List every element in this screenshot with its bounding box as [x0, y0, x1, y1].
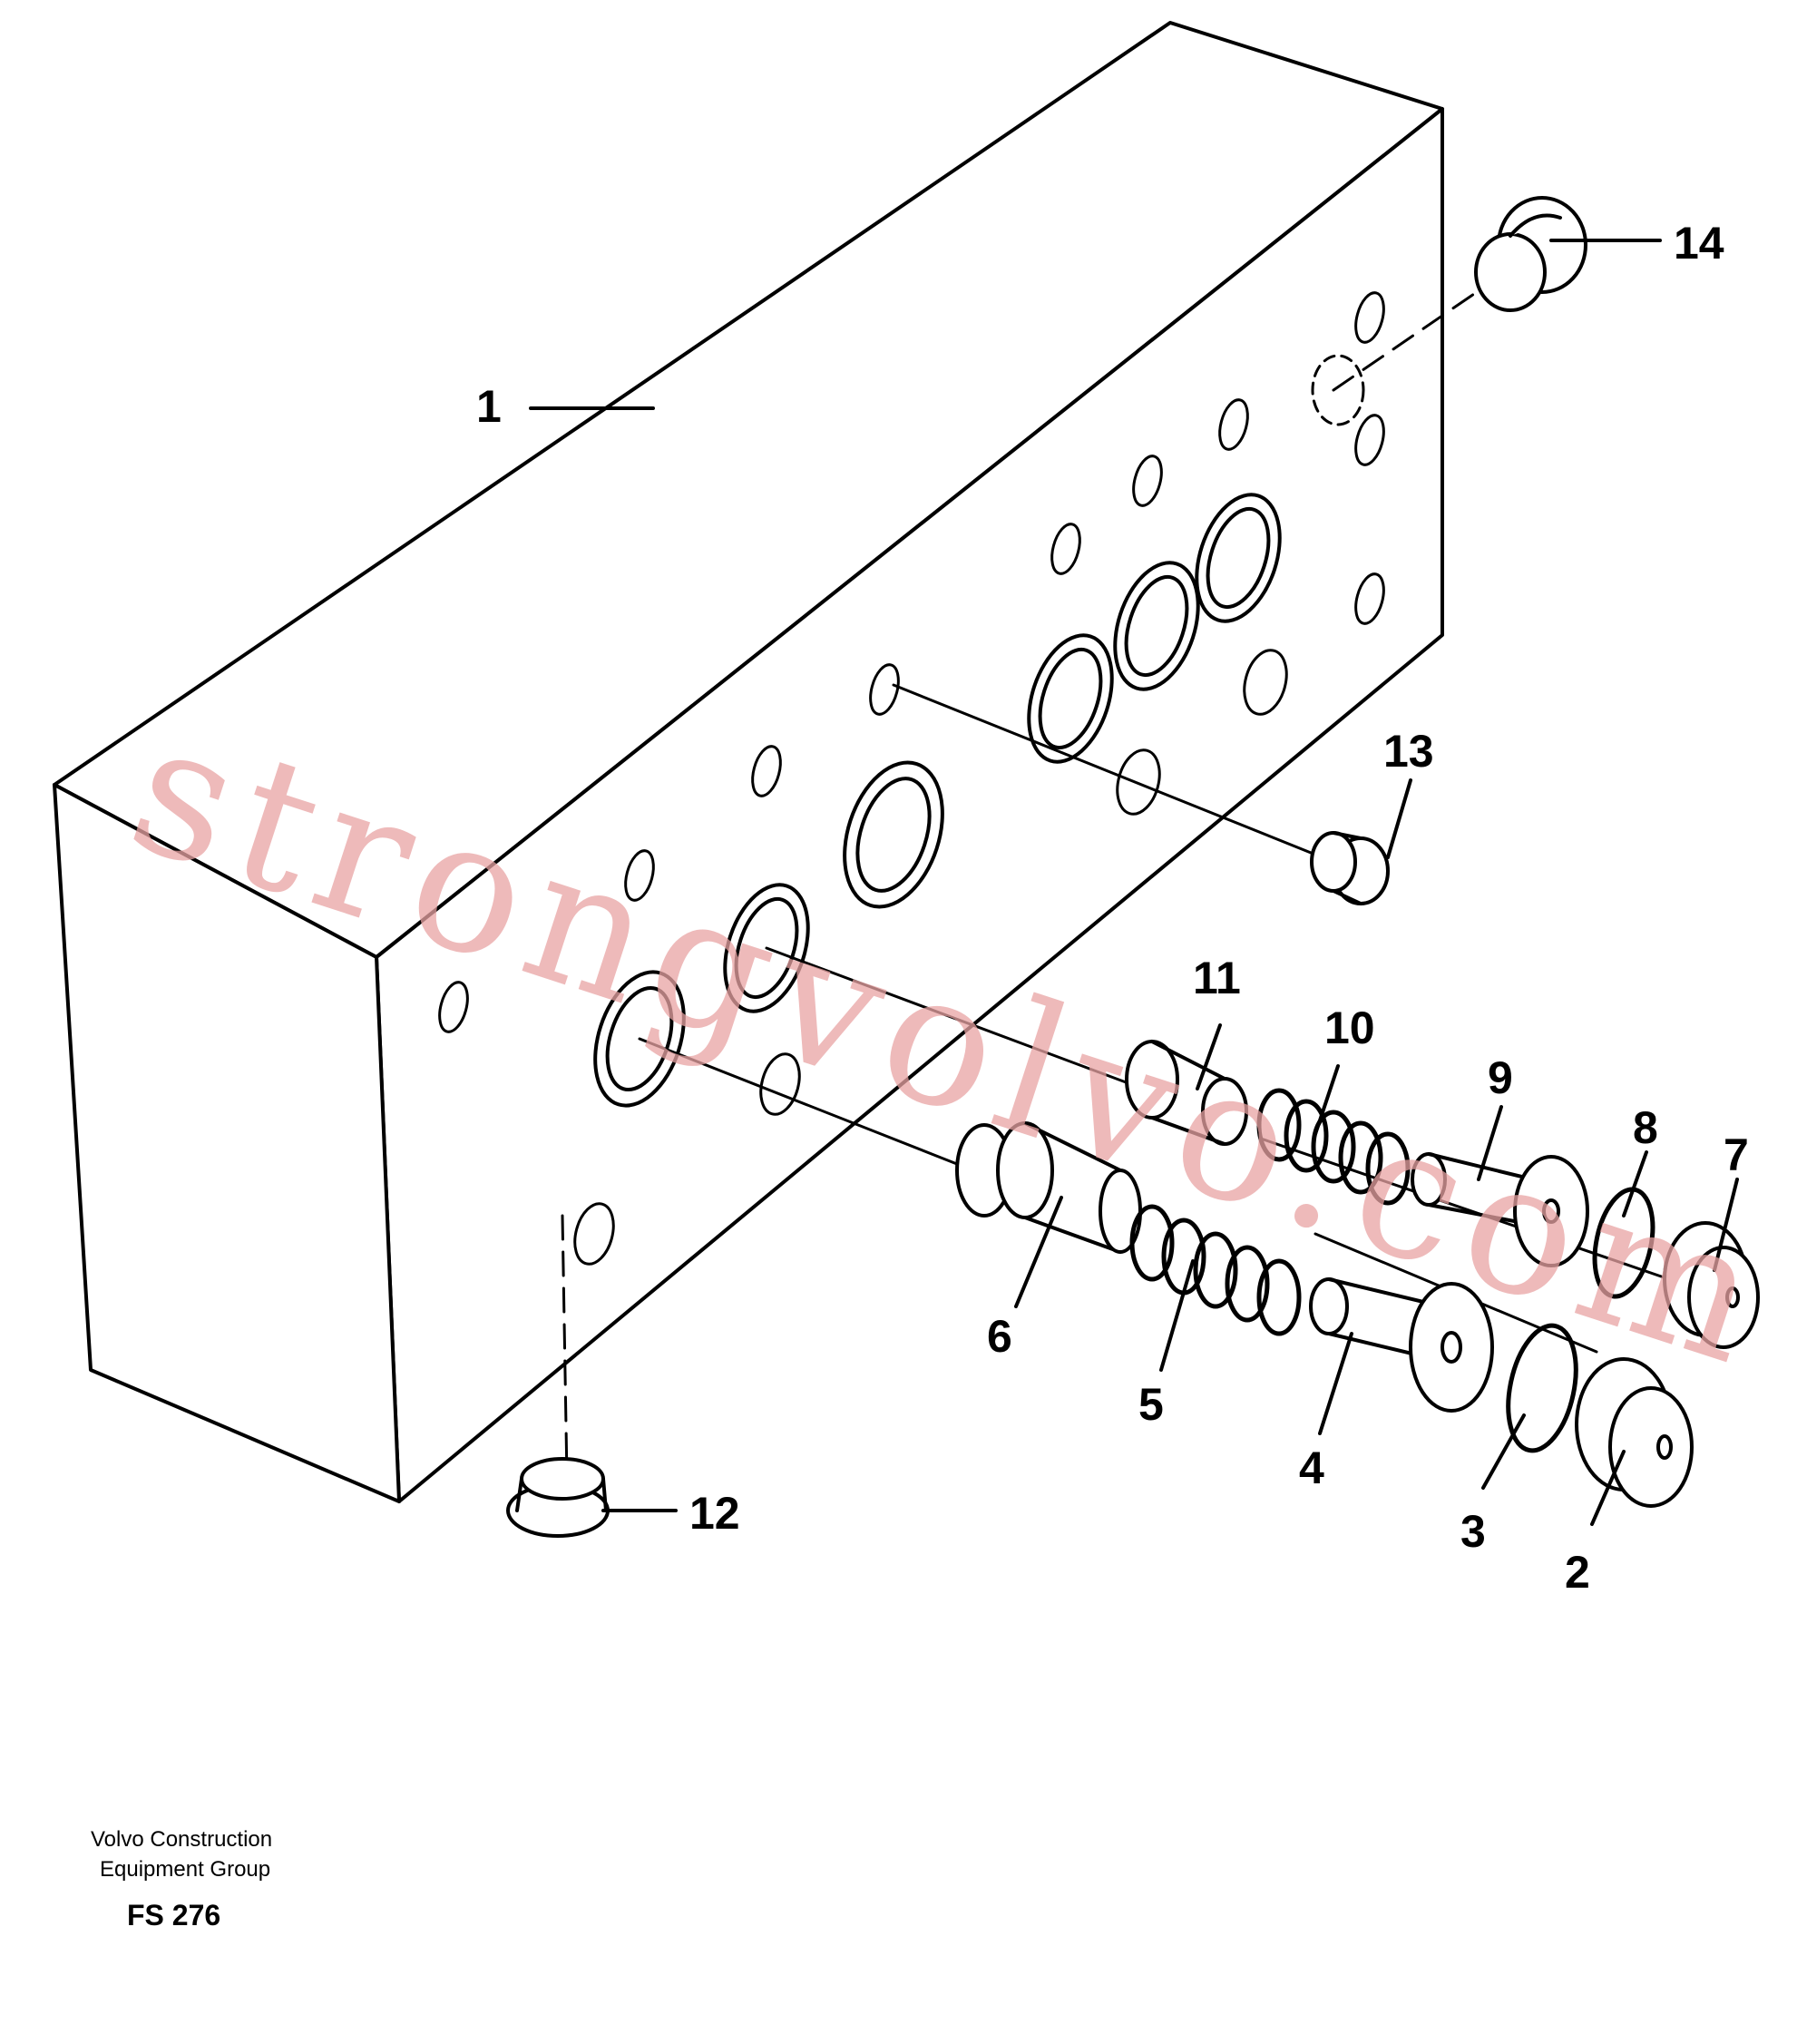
part-4	[1309, 1277, 1494, 1413]
footer: Volvo Construction Equipment Group FS 27…	[91, 1827, 272, 1932]
callout-5: 5	[1138, 1379, 1164, 1430]
figure-code: FS 276	[127, 1899, 220, 1932]
callout-13: 13	[1383, 726, 1434, 777]
company-line-1: Volvo Construction	[91, 1827, 272, 1852]
callout-8: 8	[1633, 1102, 1658, 1153]
callout-14: 14	[1674, 218, 1724, 269]
spring-5	[1129, 1204, 1302, 1336]
leader-lines	[529, 239, 1739, 1526]
plug-12	[506, 1457, 610, 1538]
callout-9: 9	[1488, 1052, 1513, 1103]
seal-ring-8	[1592, 1187, 1655, 1299]
plug-13	[1310, 831, 1390, 905]
plug-7	[1663, 1221, 1760, 1349]
callout-2: 2	[1565, 1547, 1590, 1598]
callout-6: 6	[987, 1311, 1012, 1362]
callout-3: 3	[1460, 1506, 1486, 1557]
callout-10: 10	[1324, 1002, 1375, 1053]
block-holes	[438, 291, 1385, 1266]
callout-12: 12	[689, 1488, 740, 1539]
callout-labels: 1 2 3 4 5 6 7 8 9 10 11 12 13 14	[476, 218, 1749, 1598]
callout-1: 1	[476, 381, 502, 432]
plug-14	[1474, 196, 1587, 312]
callout-11: 11	[1193, 953, 1241, 1003]
part-6	[955, 1121, 1142, 1254]
company-line-2: Equipment Group	[100, 1857, 270, 1882]
part-11	[1125, 1040, 1248, 1146]
callout-4: 4	[1299, 1443, 1324, 1493]
plug-2	[1575, 1357, 1694, 1508]
callout-7: 7	[1724, 1130, 1749, 1180]
valve-block	[53, 21, 1444, 1503]
seal-ring-3	[1506, 1323, 1578, 1453]
spring-10	[1256, 1088, 1411, 1206]
